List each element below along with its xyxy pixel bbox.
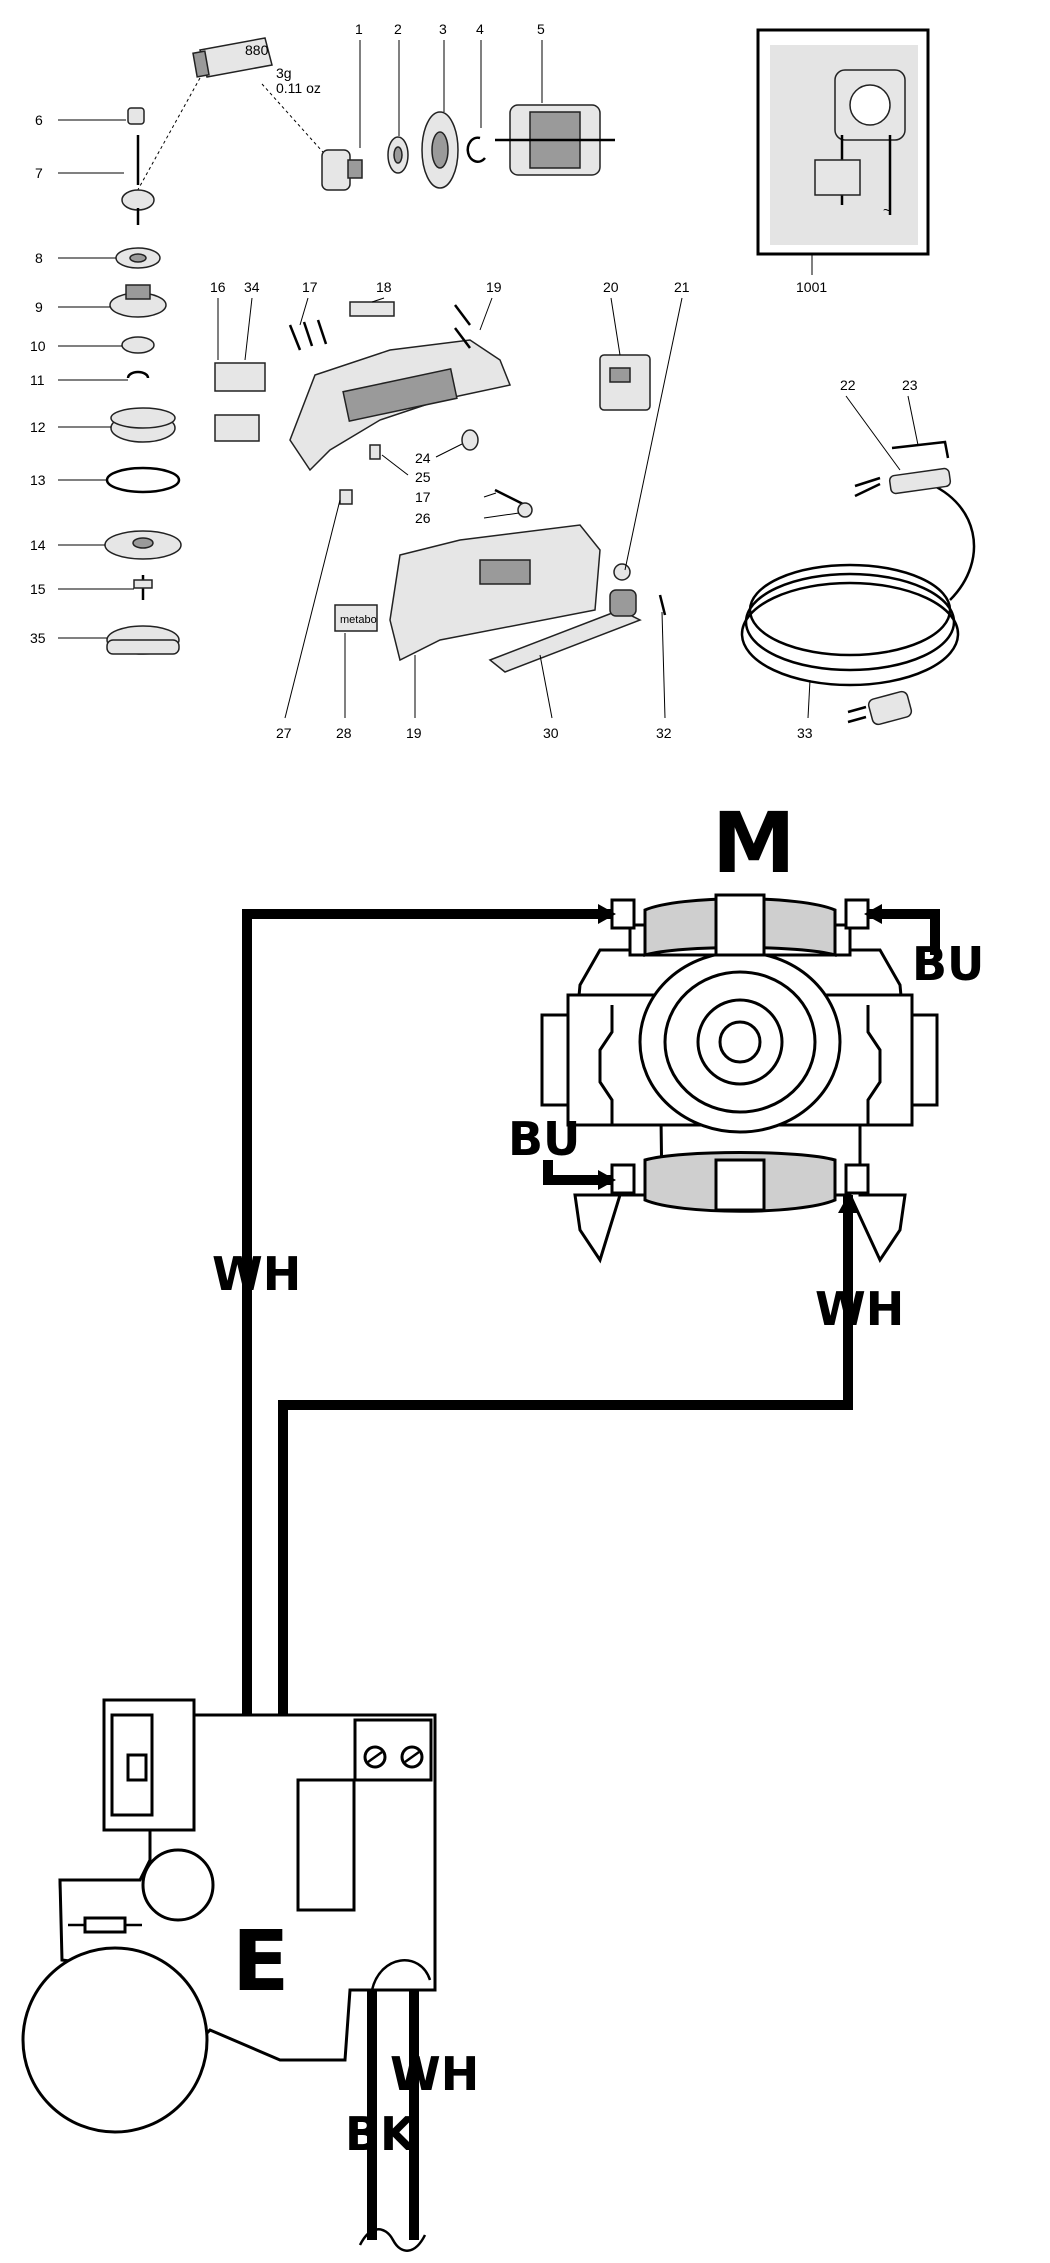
callout-13: 13 [30,472,46,488]
callout-18: 18 [376,279,392,295]
armature-motor-5 [495,104,615,176]
callout-2: 2 [394,21,402,37]
exploded-parts-view: 880 3g 0.11 oz [30,21,976,741]
callout-23: 23 [902,377,918,393]
electronics-label: E [232,1912,289,2010]
callout-11: 11 [30,372,45,388]
callout-10: 10 [30,338,46,354]
callout-30: 30 [543,725,559,741]
callout-32: 32 [656,725,672,741]
callout-28: 28 [336,725,352,741]
left-column-parts [104,107,182,655]
wire-label-wh-supply: WH [390,2047,479,2101]
pinion-gear-1 [321,149,363,191]
callout-21: 21 [674,279,690,295]
callout-6: 6 [35,112,43,128]
callout-1: 1 [355,21,363,37]
callout-14: 14 [30,537,46,553]
wire-label-wh-left: WH [212,1247,301,1301]
callout-17: 17 [302,279,318,295]
callout-9: 9 [35,299,43,315]
bearing-2 [387,136,409,174]
callout-16: 16 [210,279,226,295]
wire-label-bk-supply: BK [345,2107,418,2161]
inset-tilde: ~ [883,202,891,218]
callout-1001: 1001 [796,279,827,295]
electronics-board [21,1698,437,2134]
callout-20: 20 [603,279,619,295]
callout-3: 3 [439,21,447,37]
callout-35: 35 [30,630,46,646]
motor-symbol [540,893,939,1264]
housing-half-19 [214,301,512,472]
wiring-diagram: M BU BU WH WH [21,794,984,2252]
small-parts-24-25-26-27-32 [339,429,667,616]
callout-25: 25 [415,469,431,485]
wire-label-wh-right: WH [815,1282,904,1336]
callout-17-lower: 17 [415,489,431,505]
wires [242,909,940,2240]
fan-3 [421,111,459,189]
callout-27: 27 [276,725,292,741]
wire-label-bu-left: BU [508,1112,580,1166]
grease-tube-label: 880 [245,42,269,58]
switch-20 [599,354,651,411]
circlip-4 [466,136,486,163]
wire-label-bu-top: BU [912,937,984,991]
wiring-inset-1001: ~ 1001 [756,28,930,295]
callout-22: 22 [840,377,856,393]
wire-arrowheads [598,904,882,1213]
motor-label: M [712,794,796,892]
grease-tube: 880 3g 0.11 oz [134,37,331,196]
callout-7: 7 [35,165,43,181]
screws-17 [288,304,471,351]
ac-supply-symbol [358,2228,427,2252]
housing-brand: metabo [340,614,377,626]
callout-19-lower: 19 [406,725,422,741]
top-row-leaders [359,40,543,148]
callout-4: 4 [476,21,484,37]
left-column-leaders [58,119,134,639]
callout-12: 12 [30,419,46,435]
callout-24: 24 [415,450,431,466]
callout-26: 26 [415,510,431,526]
callout-34: 34 [244,279,260,295]
callout-15: 15 [30,581,46,597]
housing-leaders [217,297,683,719]
grease-weight-g: 3g [276,65,292,81]
housing-half-lower-19: metabo [334,524,642,673]
callout-19-upper: 19 [486,279,502,295]
callout-8: 8 [35,250,43,266]
callout-5: 5 [537,21,545,37]
grease-weight-oz: 0.11 oz [276,80,321,96]
power-cord-33 [740,395,976,726]
callout-33: 33 [797,725,813,741]
